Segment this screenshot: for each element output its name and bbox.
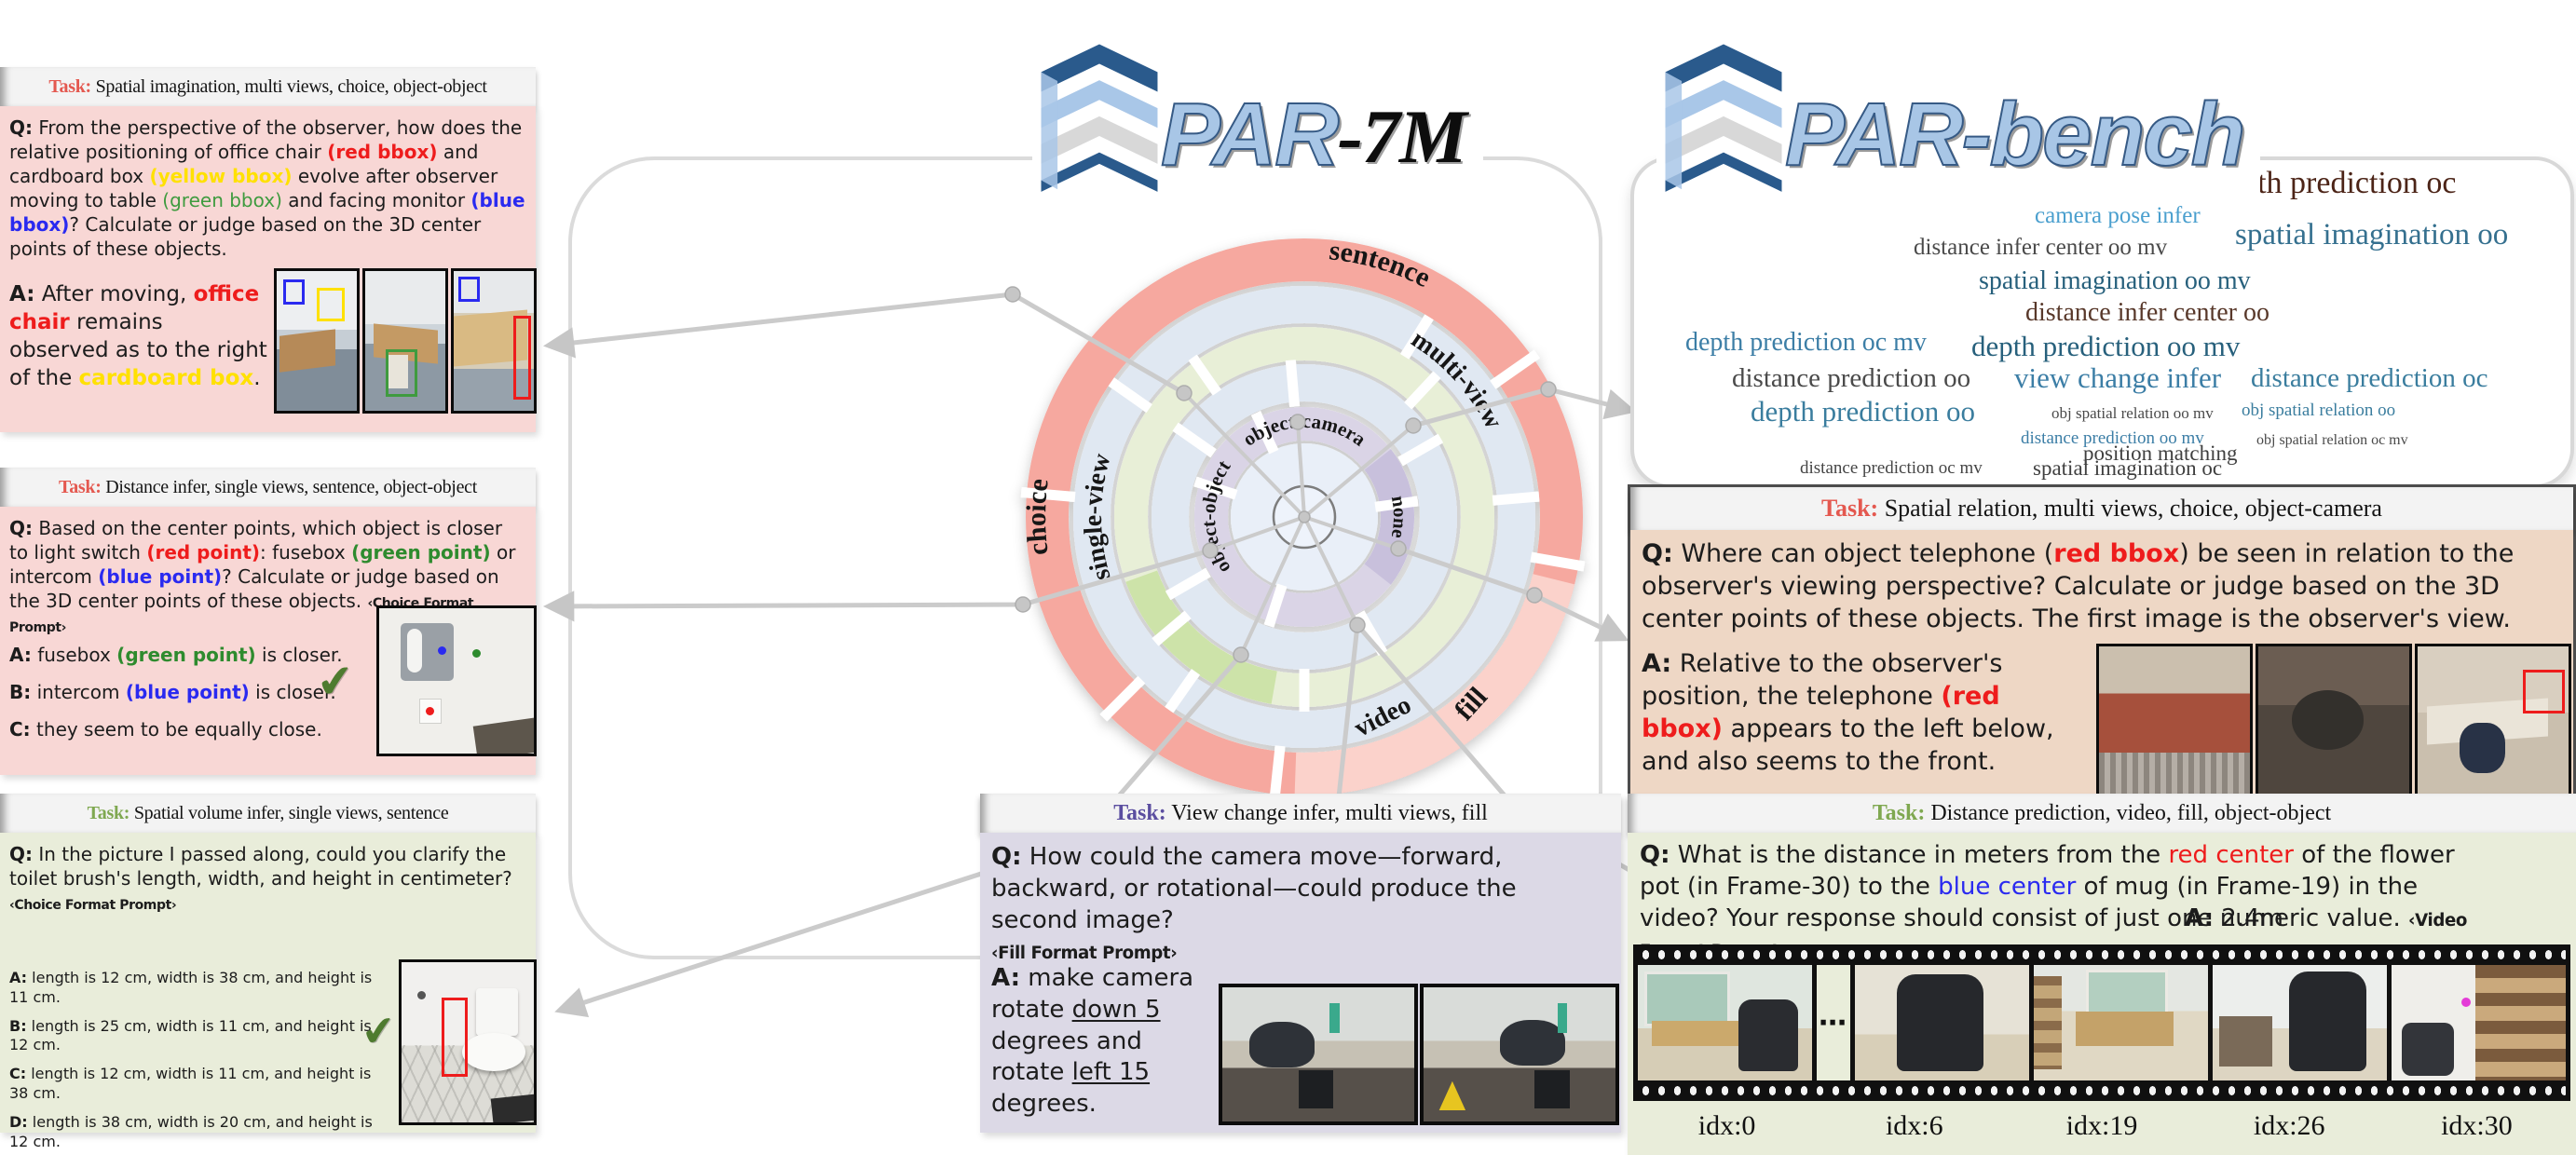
example-photo-office-1 — [274, 268, 360, 414]
wordcloud-item: spatial imagination oo — [2235, 218, 2509, 251]
video-frame-1 — [1638, 965, 1812, 1080]
options-list: A: fusebox (green point) is closer. B: i… — [9, 643, 373, 754]
example-photo-bathroom-2 — [1420, 984, 1619, 1125]
question-text: Q: Based on the center points, which obj… — [9, 517, 516, 635]
task-title: Spatial imagination, multi views, choice… — [90, 76, 487, 97]
logo-text-par: PAR — [1160, 84, 1341, 185]
task-label: Task: — [1113, 801, 1166, 825]
task-header-spatial-relation: Task: Spatial relation, multi views, cho… — [1630, 487, 2573, 530]
checkmark-icon: ✔ — [314, 654, 358, 710]
spar-bench-logo: PAR-bench — [1656, 32, 2261, 199]
wordcloud-item: spatial imagination oo mv — [1979, 266, 2251, 295]
spar-logo-icon — [1041, 44, 1158, 192]
svg-text:choice: choice — [1021, 477, 1055, 557]
task-box-spatial-volume: Q: In the picture I passed along, could … — [0, 833, 537, 1150]
video-frame-5 — [2392, 965, 2566, 1080]
options-list: A: length is 12 cm, width is 38 cm, and … — [9, 969, 391, 1155]
task-box-view-change: Q: How could the camera move—forward, ba… — [980, 833, 1621, 1133]
wordcloud-item: distance prediction oc mv — [1800, 458, 1983, 478]
video-frame-3 — [2034, 965, 2208, 1080]
answer-text: A: Relative to the observer's position, … — [1642, 649, 2054, 777]
task-body-spatial-relation: Q: Where can object telephone (red bbox)… — [1630, 530, 2573, 802]
task-title: Spatial volume infer, single views, sent… — [129, 803, 449, 823]
film-perforations-top — [1638, 944, 2566, 965]
logo-text-7m: -7M — [1337, 94, 1467, 179]
wordcloud-item: camera pose infer — [2035, 203, 2201, 228]
task-label: Task: — [87, 803, 130, 823]
wordcloud-item: spatial imagination oc — [2033, 456, 2223, 480]
option-a: A: length is 12 cm, width is 38 cm, and … — [9, 969, 373, 1006]
answer-text: A: make camera rotate down 5 degrees and… — [991, 964, 1194, 1119]
wordcloud-item: obj spatial relation oo — [2242, 401, 2396, 420]
question-text: Q: What is the distance in meters from t… — [1640, 841, 2467, 961]
option-d: D: length is 38 cm, width is 20 cm, and … — [9, 1112, 373, 1150]
task-title: Distance infer, single views, sentence, … — [101, 477, 477, 497]
wordcloud-item: distance prediction oc — [2251, 363, 2488, 393]
wordcloud-item: depth prediction oo mv — [1971, 330, 2241, 362]
wordcloud-item: obj spatial relation oo mv — [2051, 404, 2214, 422]
spar-logo-icon — [1665, 44, 1782, 192]
task-header-distance-infer: Task: Distance infer, single views, sent… — [0, 468, 536, 507]
wordcloud-item: depth prediction oc mv — [1685, 328, 1927, 357]
wordcloud-item: distance infer center oo — [2025, 298, 2269, 327]
video-film-strip: ⋯ — [1633, 944, 2570, 1101]
video-frame-4 — [2213, 965, 2387, 1080]
frame-index-labels: idx:0 idx:6 idx:19 idx:26 idx:30 — [1633, 1110, 2570, 1142]
task-header-spatial-volume: Task: Spatial volume infer, single views… — [0, 794, 536, 833]
task-box-spatial-imagination: Q: From the perspective of the observer,… — [0, 106, 537, 432]
task-word-cloud: spatial imagination oc mv camera pose in… — [1630, 156, 2574, 488]
wordcloud-item: position matching — [2083, 442, 2238, 465]
task-label: Task: — [48, 76, 91, 97]
task-label: Task: — [59, 477, 102, 497]
frame-index: idx:0 — [1697, 1110, 1756, 1141]
task-label: Task: — [1872, 801, 1926, 825]
example-photo-observer-view — [2096, 644, 2253, 796]
frame-index: idx:26 — [2253, 1110, 2325, 1141]
wordcloud-item: distance prediction oo mv — [2021, 428, 2204, 448]
example-photo-room-3 — [2415, 644, 2571, 796]
question-text: Q: From the perspective of the observer,… — [9, 116, 525, 260]
frames-ellipsis: ⋯ — [1817, 965, 1850, 1080]
task-label: Task: — [1821, 495, 1879, 522]
task-box-spatial-relation: Task: Spatial relation, multi views, cho… — [1628, 484, 2576, 805]
answer-inline: A: 2.4m — [2185, 904, 2283, 932]
task-box-distance-infer: Q: Based on the center points, which obj… — [0, 507, 537, 775]
film-perforations-bottom — [1638, 1080, 2566, 1101]
question-text: Q: How could the camera move—forward, ba… — [991, 843, 1517, 964]
option-b: B: length is 25 cm, width is 11 cm, and … — [9, 1016, 372, 1054]
example-photo-bathroom-1 — [1219, 984, 1418, 1125]
task-title: View change infer, multi views, fill — [1165, 801, 1488, 825]
option-a: A: fusebox (green point) is closer. — [9, 644, 343, 666]
example-photo-room-2 — [2256, 644, 2412, 796]
example-photo-office-2 — [362, 268, 448, 414]
option-b: B: intercom (blue point) is closer. — [9, 681, 336, 703]
logo-text-par-bench: PAR-bench — [1784, 84, 2246, 185]
task-title: Distance prediction, video, fill, object… — [1925, 801, 2332, 825]
example-photo-office-3 — [451, 268, 537, 414]
wordcloud-item: distance infer center oo mv — [1914, 235, 2168, 260]
option-c: C: length is 12 cm, width is 11 cm, and … — [9, 1065, 372, 1102]
spar-7m-logo: PAR -7M — [1032, 32, 1483, 199]
question-text: Q: Where can object telephone (red bbox)… — [1642, 539, 2515, 634]
question-text: Q: In the picture I passed along, could … — [9, 843, 512, 913]
task-header-spatial-imagination: Task: Spatial imagination, multi views, … — [0, 67, 536, 106]
option-c: C: they seem to be equally close. — [9, 718, 322, 741]
frame-index: idx:6 — [1885, 1110, 1943, 1141]
task-header-view-change: Task: View change infer, multi views, fi… — [980, 794, 1621, 833]
ring-label-choice: choice — [1021, 477, 1055, 557]
frame-index: idx:30 — [2441, 1110, 2513, 1141]
wordcloud-item: depth prediction oo — [1751, 395, 1976, 428]
task-title: Spatial relation, multi views, choice, o… — [1878, 495, 2382, 522]
frame-index: idx:19 — [2065, 1110, 2138, 1141]
checkmark-icon: ✔ — [359, 1006, 399, 1057]
wordcloud-item: view change infer — [2014, 361, 2222, 394]
example-photo-toilet — [399, 959, 537, 1125]
task-header-distance-prediction: Task: Distance prediction, video, fill, … — [1628, 794, 2576, 833]
wordcloud-item: distance prediction oo — [1732, 363, 1971, 393]
video-frame-2 — [1855, 965, 2029, 1080]
example-photo-intercom — [376, 605, 537, 756]
wordcloud-item: obj spatial relation oc mv — [2256, 432, 2408, 448]
answer-text: A: After moving, office chair remains ob… — [9, 282, 267, 390]
